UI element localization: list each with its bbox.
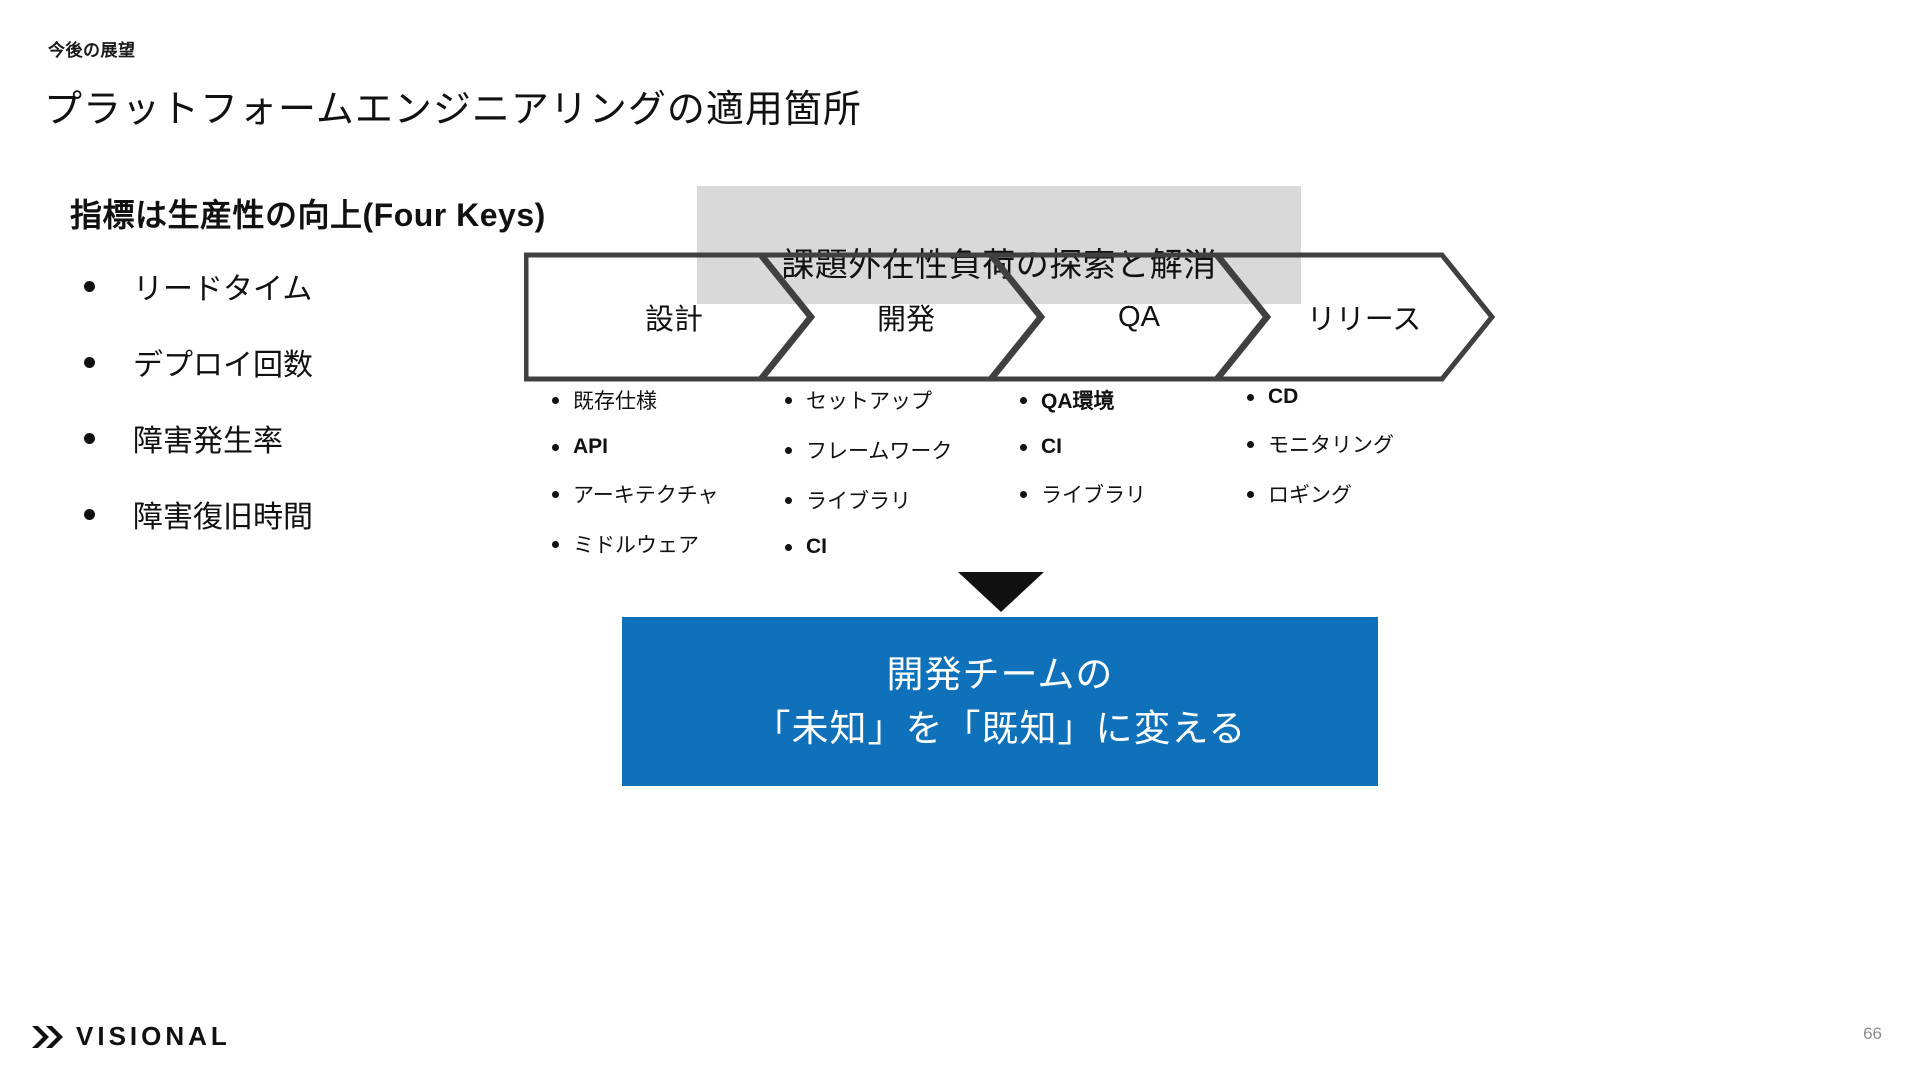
chevron-stage-1 [524,252,816,382]
list-item-label: セットアップ [806,390,932,413]
bullet-dot-icon [84,508,95,520]
bullet-dot-icon [552,396,559,404]
list-item: ライブラリ [785,485,1015,515]
bullet-dot-icon [552,540,559,548]
bullet-dot-icon [1247,393,1254,401]
list-item-label: アーキテクチャ [573,484,719,507]
chevron-stage-2 [754,252,1046,382]
brand-logo: VISIONAL [32,1021,231,1052]
list-item-label: フレームワーク [806,440,953,463]
four-keys-list: リードタイム デプロイ回数 障害発生率 障害復旧時間 [70,264,590,536]
list-item-label: ライブラリ [806,490,911,513]
list-item: デプロイ回数 [70,340,590,384]
bullet-dot-icon [552,490,559,498]
chevron-stage-3 [984,252,1272,382]
double-chevron-right-icon [32,1025,63,1048]
list-item: API [552,435,782,459]
list-item: ライブラリ [1020,479,1250,509]
list-item-label: CI [1041,435,1062,458]
list-item-label: ミドルウェア [573,534,699,557]
list-item: 既存仕様 [552,385,782,415]
list-item-label: ロギング [1268,484,1352,507]
page-number: 66 [1863,1024,1882,1043]
list-item: 障害復旧時間 [70,492,590,536]
conclusion-callout: 開発チームの 「未知」を「既知」に変える [622,617,1378,786]
conclusion-line-1: 開発チームの [886,653,1114,695]
bullet-dot-icon [552,443,559,451]
bullet-dot-icon [1247,490,1254,498]
list-item: CI [1020,435,1250,459]
process-flow-diagram [524,252,1544,382]
list-item: CD [1247,385,1477,409]
bullet-dot-icon [785,446,792,454]
list-item: フレームワーク [785,435,1015,465]
list-item: アーキテクチャ [552,479,782,509]
stage-column-develop: セットアップ フレームワーク ライブラリ CI [785,385,1015,579]
chevron-stage-4 [1210,252,1496,382]
bullet-dot-icon [1020,396,1027,404]
conclusion-line-2: 「未知」を「既知」に変える [753,707,1247,749]
list-item: ミドルウェア [552,529,782,559]
list-item-label: CD [1268,385,1299,408]
list-item-label: 障害復旧時間 [133,501,313,534]
stage-column-design: 既存仕様 API アーキテクチャ ミドルウェア [552,385,782,579]
left-panel-heading: 指標は生産性の向上(Four Keys) [70,197,546,233]
list-item: CI [785,535,1015,559]
list-item: モニタリング [1247,429,1477,459]
list-item-label: ライブラリ [1041,484,1146,507]
page-title: プラットフォームエンジニアリングの適用箇所 [44,89,862,131]
list-item-label: QA環境 [1041,390,1115,413]
bullet-dot-icon [1247,440,1254,448]
list-item-label: CI [806,535,827,558]
left-panel: 指標は生産性の向上(Four Keys) リードタイム デプロイ回数 障害発生率… [70,190,590,568]
list-item: ロギング [1247,479,1477,509]
list-item-label: デプロイ回数 [133,349,313,382]
list-item: QA環境 [1020,385,1250,415]
list-item-label: 障害発生率 [133,425,283,458]
brand-wordmark: VISIONAL [76,1021,231,1051]
bullet-dot-icon [84,356,95,368]
bullet-dot-icon [1020,443,1027,451]
list-item: リードタイム [70,264,590,308]
down-arrow-icon [958,572,1044,612]
bullet-dot-icon [84,432,95,444]
slide-eyebrow: 今後の展望 [48,41,136,60]
list-item-label: リードタイム [133,273,313,306]
bullet-dot-icon [785,496,792,504]
stage-column-release: CD モニタリング ロギング [1247,385,1477,529]
bullet-dot-icon [1020,490,1027,498]
list-item-label: API [573,435,609,458]
list-item: 障害発生率 [70,416,590,460]
list-item-label: モニタリング [1268,434,1394,457]
banner-background [697,186,1301,304]
list-item: セットアップ [785,385,1015,415]
list-item-label: 既存仕様 [573,390,657,413]
stage-column-qa: QA環境 CI ライブラリ [1020,385,1250,529]
bullet-dot-icon [785,543,792,551]
bullet-dot-icon [84,280,95,292]
bullet-dot-icon [785,396,792,404]
